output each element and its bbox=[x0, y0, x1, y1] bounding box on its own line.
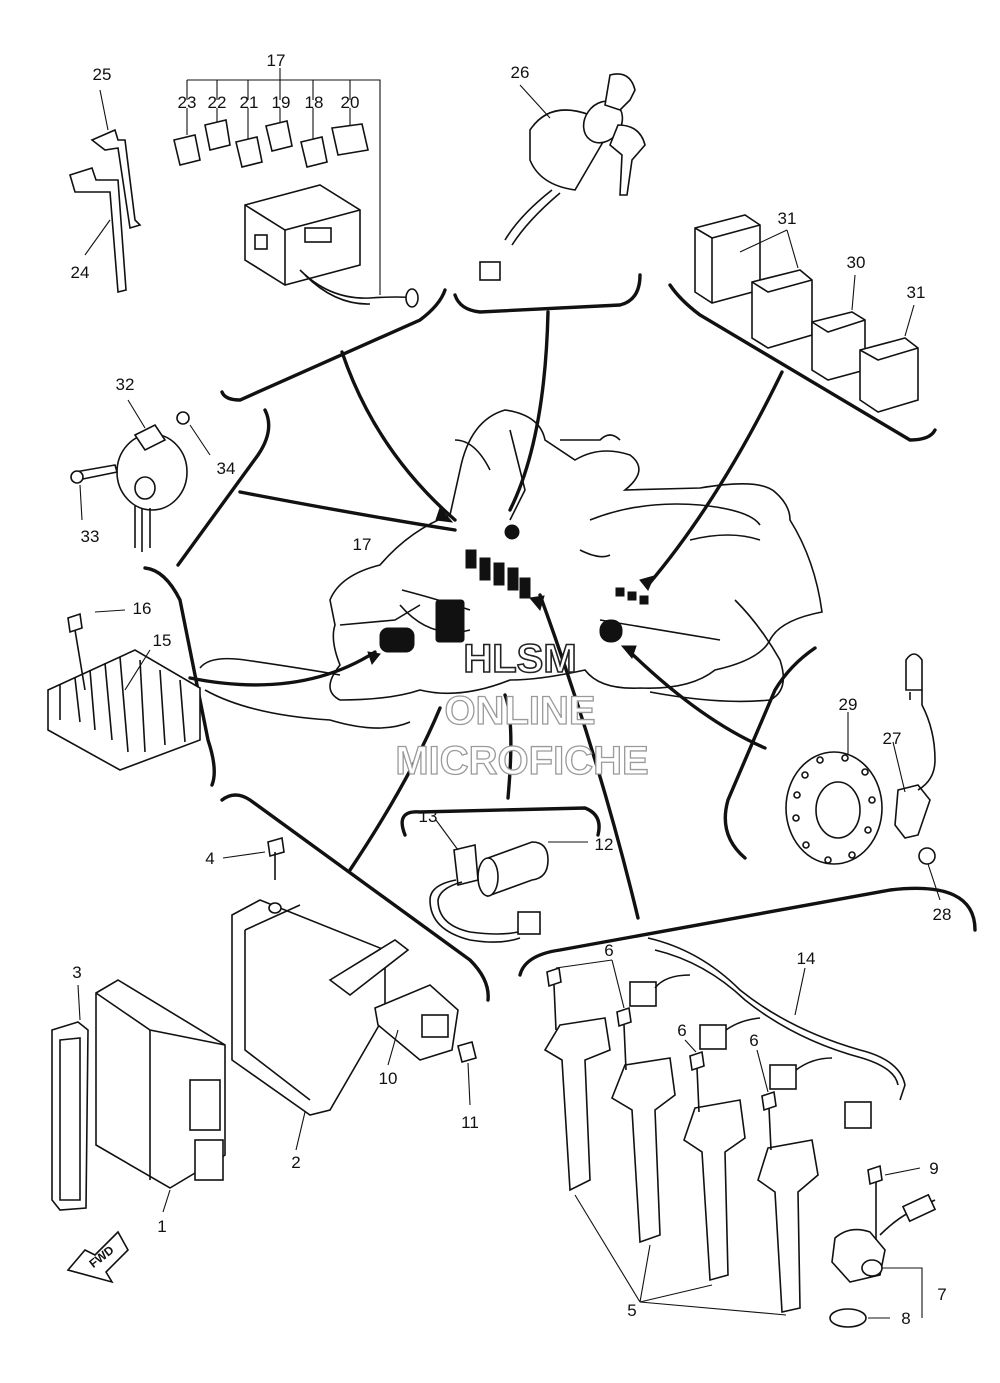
callout-28: 28 bbox=[933, 905, 952, 924]
callout-21: 21 bbox=[240, 93, 259, 112]
callout-9: 9 bbox=[929, 1159, 938, 1178]
callout-5: 5 bbox=[627, 1301, 636, 1320]
callout-33: 33 bbox=[81, 527, 100, 546]
callout-19: 19 bbox=[272, 93, 291, 112]
callout-17b: 17 bbox=[353, 535, 372, 554]
callout-25: 25 bbox=[93, 65, 112, 84]
callout-13: 13 bbox=[419, 807, 438, 826]
ignition-coil-group bbox=[543, 937, 937, 1328]
callout-27: 27 bbox=[883, 729, 902, 748]
harness-leaders bbox=[188, 310, 784, 920]
callout-29: 29 bbox=[839, 695, 858, 714]
section-frames bbox=[143, 273, 977, 1002]
callout-31a: 31 bbox=[778, 209, 797, 228]
callout-20: 20 bbox=[341, 93, 360, 112]
snowmobile-body bbox=[199, 409, 823, 729]
callout-6c: 6 bbox=[749, 1031, 758, 1050]
callout-24: 24 bbox=[71, 263, 90, 282]
callout-3: 3 bbox=[72, 963, 81, 982]
callout-17a: 17 bbox=[267, 51, 286, 70]
callout-30: 30 bbox=[847, 253, 866, 272]
callout-labels: 1 2 3 4 5 6 6 6 7 8 9 10 11 12 13 14 15 … bbox=[71, 51, 952, 1328]
ecu-assembly bbox=[51, 836, 477, 1213]
callout-6a: 6 bbox=[604, 941, 613, 960]
callout-11: 11 bbox=[461, 1113, 479, 1132]
fwd-arrow: FWD bbox=[66, 1230, 129, 1284]
callout-6b: 6 bbox=[677, 1021, 686, 1040]
watermark-line2: ONLINE bbox=[444, 689, 595, 733]
sensor-assembly bbox=[70, 399, 211, 552]
callout-12: 12 bbox=[595, 835, 614, 854]
pickup-assembly bbox=[785, 653, 941, 901]
callout-22: 22 bbox=[208, 93, 227, 112]
callout-7: 7 bbox=[937, 1285, 946, 1304]
callout-23: 23 bbox=[178, 93, 197, 112]
callout-2: 2 bbox=[291, 1153, 300, 1172]
callout-26: 26 bbox=[511, 63, 530, 82]
relays bbox=[694, 214, 919, 413]
watermark: HLSM ONLINE MICROFICHE bbox=[395, 636, 650, 783]
callout-14: 14 bbox=[797, 949, 816, 968]
rectifier-regulator bbox=[47, 609, 201, 771]
cable-ties bbox=[69, 89, 142, 294]
callout-15: 15 bbox=[153, 631, 172, 650]
callout-34: 34 bbox=[217, 459, 236, 478]
callout-32: 32 bbox=[116, 375, 135, 394]
callout-4: 4 bbox=[205, 849, 214, 868]
switch-assembly bbox=[429, 819, 588, 943]
callout-18: 18 bbox=[305, 93, 324, 112]
watermark-line3: MICROFICHE bbox=[395, 739, 648, 783]
callout-10: 10 bbox=[379, 1069, 398, 1088]
callout-8: 8 bbox=[901, 1309, 910, 1328]
callout-31b: 31 bbox=[907, 283, 926, 302]
watermark-line1: HLSM bbox=[463, 637, 576, 681]
main-switch bbox=[479, 73, 646, 281]
fuse-box-group bbox=[173, 68, 419, 308]
callout-16: 16 bbox=[133, 599, 152, 618]
callout-1: 1 bbox=[157, 1217, 166, 1236]
